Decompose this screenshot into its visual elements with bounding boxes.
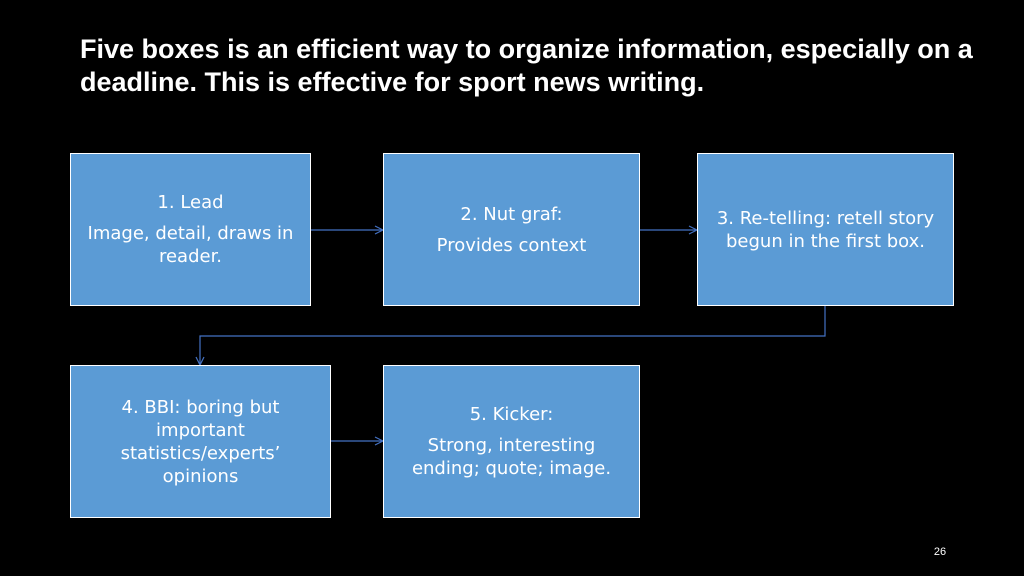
arrow-box3-to-box4	[200, 306, 826, 364]
flow-box-lead: 1. Lead Image, detail, draws in reader.	[70, 153, 311, 306]
slide-title: Five boxes is an efficient way to organi…	[80, 34, 973, 97]
flow-box-kicker: 5. Kicker: Strong, interesting ending; q…	[383, 365, 640, 518]
box-nut-graf-body: Provides context	[436, 234, 587, 256]
box-nut-graf-heading: 2. Nut graf:	[460, 203, 563, 225]
page-number: 26	[933, 546, 947, 558]
box-kicker-heading: 5. Kicker:	[469, 404, 554, 425]
box-lead-heading: 1. Lead	[157, 192, 224, 213]
flow-box-bbi: 4. BBI: boring but important statistics/…	[70, 365, 331, 518]
flow-box-retelling: 3. Re-telling: retell story begun in the…	[697, 153, 954, 306]
flow-box-nut-graf: 2. Nut graf: Provides context	[383, 153, 640, 306]
box-retelling-body: 3. Re-telling: retell story begun in the…	[716, 207, 935, 252]
box-lead-body: Image, detail, draws in reader.	[87, 223, 294, 267]
box-bbi-body: 4. BBI: boring but important statistics/…	[120, 396, 281, 487]
box-kicker-body: Strong, interesting ending; quote; image…	[411, 435, 612, 479]
